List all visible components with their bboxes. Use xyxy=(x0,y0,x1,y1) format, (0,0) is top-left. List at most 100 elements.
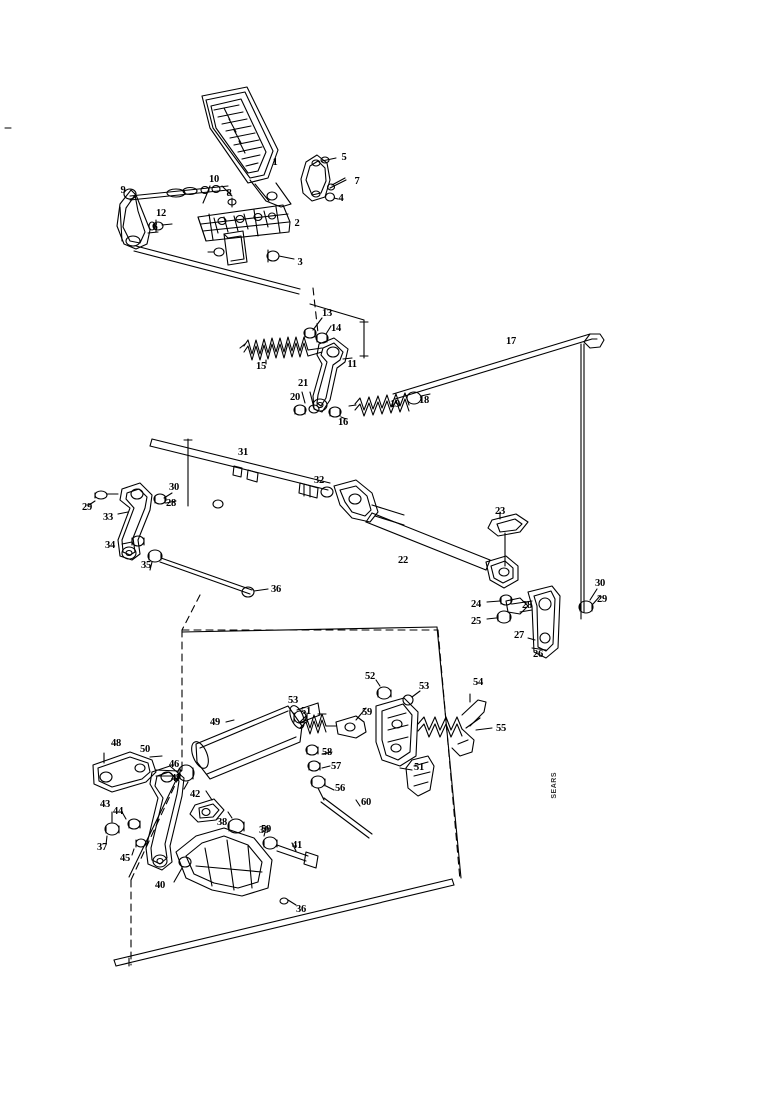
watermark-text: SEARS xyxy=(551,772,558,799)
reference-lines-middle xyxy=(183,438,193,507)
lower-assembly-phantom-box xyxy=(128,626,462,879)
callout-4: 4 xyxy=(338,192,344,204)
fasteners-24-25 xyxy=(486,594,513,624)
callout-31: 31 xyxy=(238,446,248,458)
callout-46: 46 xyxy=(169,758,179,770)
callout-26: 26 xyxy=(533,648,543,660)
callout-58: 58 xyxy=(322,746,332,758)
main-rod-part-22 xyxy=(365,512,491,571)
pedal-pad-part-1 xyxy=(201,86,292,208)
callout-33: 33 xyxy=(103,511,113,523)
callout-48: 48 xyxy=(111,737,121,749)
callout-29: 29 xyxy=(597,593,607,605)
callout-13: 13 xyxy=(322,307,332,319)
callout-50: 50 xyxy=(140,743,150,755)
fasteners-29-30 xyxy=(578,588,601,614)
bell-crank-part-11 xyxy=(312,337,353,413)
right-housing-51-52-53 xyxy=(317,679,421,771)
callout-49: 49 xyxy=(210,716,220,728)
callout-2: 2 xyxy=(294,217,300,229)
callout-56: 56 xyxy=(335,782,345,794)
callout-5: 5 xyxy=(341,151,347,163)
callout-18: 18 xyxy=(419,394,429,406)
callout-61: 51 xyxy=(414,761,424,773)
clip-group-parts-4-5-7 xyxy=(300,154,347,202)
callout-30b: 30 xyxy=(169,481,179,493)
fasteners-20-21-16 xyxy=(293,391,347,420)
callout-30: 30 xyxy=(595,577,605,589)
callout-24: 24 xyxy=(471,598,481,610)
callout-42: 42 xyxy=(190,788,200,800)
callout-1: 1 xyxy=(272,156,278,168)
callout-51: 51 xyxy=(301,705,311,717)
callout-52: 52 xyxy=(365,670,375,682)
callout-41: 41 xyxy=(292,839,302,851)
right-yoke-part-23 xyxy=(485,511,529,589)
callout-3: 3 xyxy=(297,256,303,268)
callout-22: 22 xyxy=(398,554,408,566)
callout-55: 55 xyxy=(496,722,506,734)
callout-59: 59 xyxy=(362,706,372,718)
callout-28: 28 xyxy=(522,599,532,611)
callout-57: 57 xyxy=(331,760,341,772)
phantom-lines xyxy=(130,287,582,966)
callout-28b: 28 xyxy=(166,497,176,509)
lower-left-arm-37-43-44-45 xyxy=(104,765,185,871)
callout-53: 53 xyxy=(288,694,298,706)
pedal-bracket-part-2 xyxy=(197,204,291,242)
callout-40: 40 xyxy=(155,879,165,891)
bottom-rod-part-36 xyxy=(113,878,455,967)
callout-25: 25 xyxy=(471,615,481,627)
callout-17: 17 xyxy=(506,335,516,347)
callout-34: 34 xyxy=(105,539,115,551)
callout-44: 44 xyxy=(113,805,123,817)
callout-37: 37 xyxy=(97,841,107,853)
cylinder-part-49 xyxy=(191,702,321,780)
callout-60: 60 xyxy=(361,796,371,808)
callout-45: 45 xyxy=(120,852,130,864)
callout-19: 19 xyxy=(390,398,400,410)
callout-54: 54 xyxy=(473,676,483,688)
callout-35: 35 xyxy=(141,559,151,571)
spring-54-arm-55 xyxy=(417,693,493,757)
callout-53b: 53 xyxy=(419,680,429,692)
callout-43: 43 xyxy=(100,798,110,810)
bracket-group-26-27-28 xyxy=(505,585,561,659)
callout-32: 32 xyxy=(314,474,324,486)
callout-36b: 36 xyxy=(296,903,306,915)
main-shaft-part-31 xyxy=(149,438,334,499)
callout-21: 21 xyxy=(298,377,308,389)
fasteners-13-14 xyxy=(303,303,369,359)
callout-27: 27 xyxy=(514,629,524,641)
callout-23: 23 xyxy=(495,505,505,517)
callout-6: 6 xyxy=(152,221,158,233)
callout-38: 38 xyxy=(217,816,227,828)
pivot-rod-assembly xyxy=(129,184,237,208)
lower-bracket-part-3 xyxy=(207,230,295,266)
bracket-part-42 xyxy=(189,790,225,823)
callout-36: 36 xyxy=(271,583,281,595)
callout-16: 16 xyxy=(338,416,348,428)
rod-and-spring-51-56-59 xyxy=(293,707,373,839)
callout-11: 11 xyxy=(347,358,357,370)
callout-15: 15 xyxy=(256,360,266,372)
long-rod-part-17 xyxy=(392,333,605,613)
callout-12: 12 xyxy=(156,207,166,219)
callout-14: 14 xyxy=(331,322,341,334)
callout-47: 47 xyxy=(171,772,181,784)
callout-29b: 29 xyxy=(82,501,92,513)
callout-10: 10 xyxy=(209,173,219,185)
callout-20: 20 xyxy=(290,391,300,403)
spring-part-19 xyxy=(348,391,431,417)
callout-8: 8 xyxy=(226,187,232,199)
left-pedal-arm xyxy=(116,188,301,295)
plate-part-51b xyxy=(405,755,435,797)
callout-9: 9 xyxy=(120,184,126,196)
left-fasteners-28-29-30 xyxy=(88,490,224,509)
callout-7: 7 xyxy=(354,175,360,187)
lower-housing-38-39-40-41 xyxy=(173,811,319,897)
callout-59b: 59 xyxy=(261,823,271,835)
left-lever-group xyxy=(117,482,269,598)
